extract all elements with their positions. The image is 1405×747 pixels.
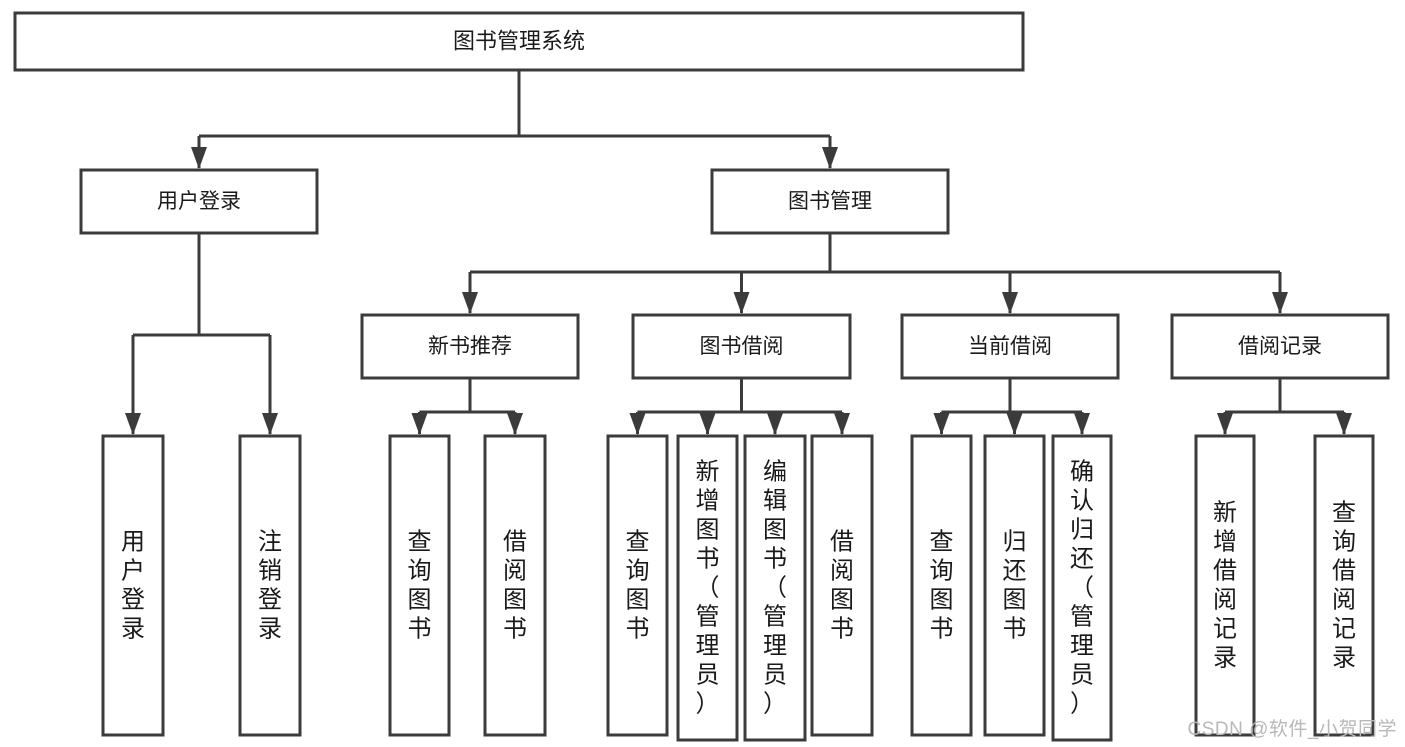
arrow-head-icon xyxy=(1217,413,1233,435)
node-root-rect[interactable] xyxy=(13,11,1025,72)
node-leaf-3-rect[interactable] xyxy=(483,434,547,737)
node-leaf-8-rect[interactable] xyxy=(910,434,973,737)
node-level2-1-rect[interactable] xyxy=(710,168,950,235)
node-level3-0[interactable]: 新书推荐 xyxy=(360,313,580,380)
node-leaf-2-rect[interactable] xyxy=(388,434,451,737)
node-level3-3-rect[interactable] xyxy=(1170,313,1390,380)
node-leaf-9[interactable]: 归还图书 xyxy=(983,434,1046,737)
node-leaf-7-rect[interactable] xyxy=(810,434,874,737)
node-leaf-9-rect[interactable] xyxy=(983,434,1046,737)
arrow-head-icon xyxy=(462,292,478,314)
node-leaf-4-rect[interactable] xyxy=(606,434,669,737)
node-root-label: 图书管理系统 xyxy=(453,28,585,53)
node-leaf-10[interactable]: 确认归还（管理员） xyxy=(1051,434,1113,742)
node-leaf-4[interactable]: 查询图书 xyxy=(606,434,669,737)
node-level2-0-rect[interactable] xyxy=(79,168,319,235)
arrow-head-icon xyxy=(1272,292,1288,314)
arrow-head-icon xyxy=(834,413,850,435)
arrow-head-icon xyxy=(822,147,838,169)
arrow-head-icon xyxy=(125,413,141,435)
node-level3-3-label: 借阅记录 xyxy=(1238,335,1322,358)
node-leaf-8-label: 查询图书 xyxy=(930,529,954,643)
arrow-head-icon xyxy=(699,413,716,435)
node-leaf-2-label: 查询图书 xyxy=(408,529,432,643)
node-level3-1[interactable]: 图书借阅 xyxy=(631,313,852,380)
node-leaf-12[interactable]: 查询借阅记录 xyxy=(1313,434,1375,737)
node-level3-1-rect[interactable] xyxy=(631,313,852,380)
node-leaf-5-rect[interactable] xyxy=(676,434,739,742)
node-level3-2-rect[interactable] xyxy=(900,313,1120,380)
node-level3-3[interactable]: 借阅记录 xyxy=(1170,313,1390,380)
node-leaf-5[interactable]: 新增图书（管理员） xyxy=(676,434,739,742)
node-leaf-5-label: 新增图书（管理员） xyxy=(696,459,720,718)
node-level3-2-label: 当前借阅 xyxy=(968,335,1052,358)
node-level2-0-label: 用户登录 xyxy=(157,190,241,213)
node-leaf-8[interactable]: 查询图书 xyxy=(910,434,973,737)
node-leaf-0[interactable]: 用户登录 xyxy=(101,434,165,737)
node-leaf-3[interactable]: 借阅图书 xyxy=(483,434,547,737)
node-leaf-11-label: 新增借阅记录 xyxy=(1213,500,1237,672)
node-level2-0[interactable]: 用户登录 xyxy=(79,168,319,235)
node-level2-1[interactable]: 图书管理 xyxy=(710,168,950,235)
node-layer: 图书管理系统用户登录图书管理新书推荐图书借阅当前借阅借阅记录用户登录注销登录查询… xyxy=(13,11,1390,742)
arrow-head-icon xyxy=(411,413,428,435)
node-leaf-6[interactable]: 编辑图书（管理员） xyxy=(743,434,807,742)
node-leaf-10-rect[interactable] xyxy=(1051,434,1113,742)
node-leaf-11[interactable]: 新增借阅记录 xyxy=(1194,434,1256,737)
node-level2-1-label: 图书管理 xyxy=(788,190,872,213)
node-level3-2[interactable]: 当前借阅 xyxy=(900,313,1120,380)
arrow-head-icon xyxy=(1074,413,1090,435)
node-leaf-12-label: 查询借阅记录 xyxy=(1332,500,1356,672)
connector-layer xyxy=(125,70,1352,435)
arrow-head-icon xyxy=(262,413,278,435)
node-leaf-6-rect[interactable] xyxy=(743,434,807,742)
arrow-head-icon xyxy=(733,292,750,314)
node-leaf-12-rect[interactable] xyxy=(1313,434,1375,737)
node-leaf-1[interactable]: 注销登录 xyxy=(238,434,302,737)
node-root[interactable]: 图书管理系统 xyxy=(13,11,1025,72)
node-leaf-3-label: 借阅图书 xyxy=(503,529,527,643)
node-leaf-1-label: 注销登录 xyxy=(258,529,282,643)
node-leaf-0-label: 用户登录 xyxy=(121,529,145,643)
arrow-head-icon xyxy=(1006,413,1023,435)
node-leaf-7[interactable]: 借阅图书 xyxy=(810,434,874,737)
arrow-head-icon xyxy=(507,413,523,435)
node-leaf-2[interactable]: 查询图书 xyxy=(388,434,451,737)
arrow-head-icon xyxy=(629,413,646,435)
node-leaf-4-label: 查询图书 xyxy=(626,529,650,643)
arrow-head-icon xyxy=(191,147,207,169)
node-leaf-1-rect[interactable] xyxy=(238,434,302,737)
node-level3-0-label: 新书推荐 xyxy=(428,335,512,358)
node-leaf-11-rect[interactable] xyxy=(1194,434,1256,737)
node-leaf-0-rect[interactable] xyxy=(101,434,165,737)
arrow-head-icon xyxy=(1336,413,1352,435)
node-leaf-7-label: 借阅图书 xyxy=(830,529,854,643)
node-level3-1-label: 图书借阅 xyxy=(700,335,784,358)
arrow-head-icon xyxy=(933,413,950,435)
watermark-text: CSDN @软件_小贺同学 xyxy=(1187,719,1397,740)
node-leaf-10-label: 确认归还（管理员） xyxy=(1070,459,1094,718)
arrow-head-icon xyxy=(1002,292,1018,314)
node-level3-0-rect[interactable] xyxy=(360,313,580,380)
arrow-head-icon xyxy=(767,413,783,435)
node-leaf-6-label: 编辑图书（管理员） xyxy=(763,459,787,718)
node-leaf-9-label: 归还图书 xyxy=(1003,529,1027,643)
